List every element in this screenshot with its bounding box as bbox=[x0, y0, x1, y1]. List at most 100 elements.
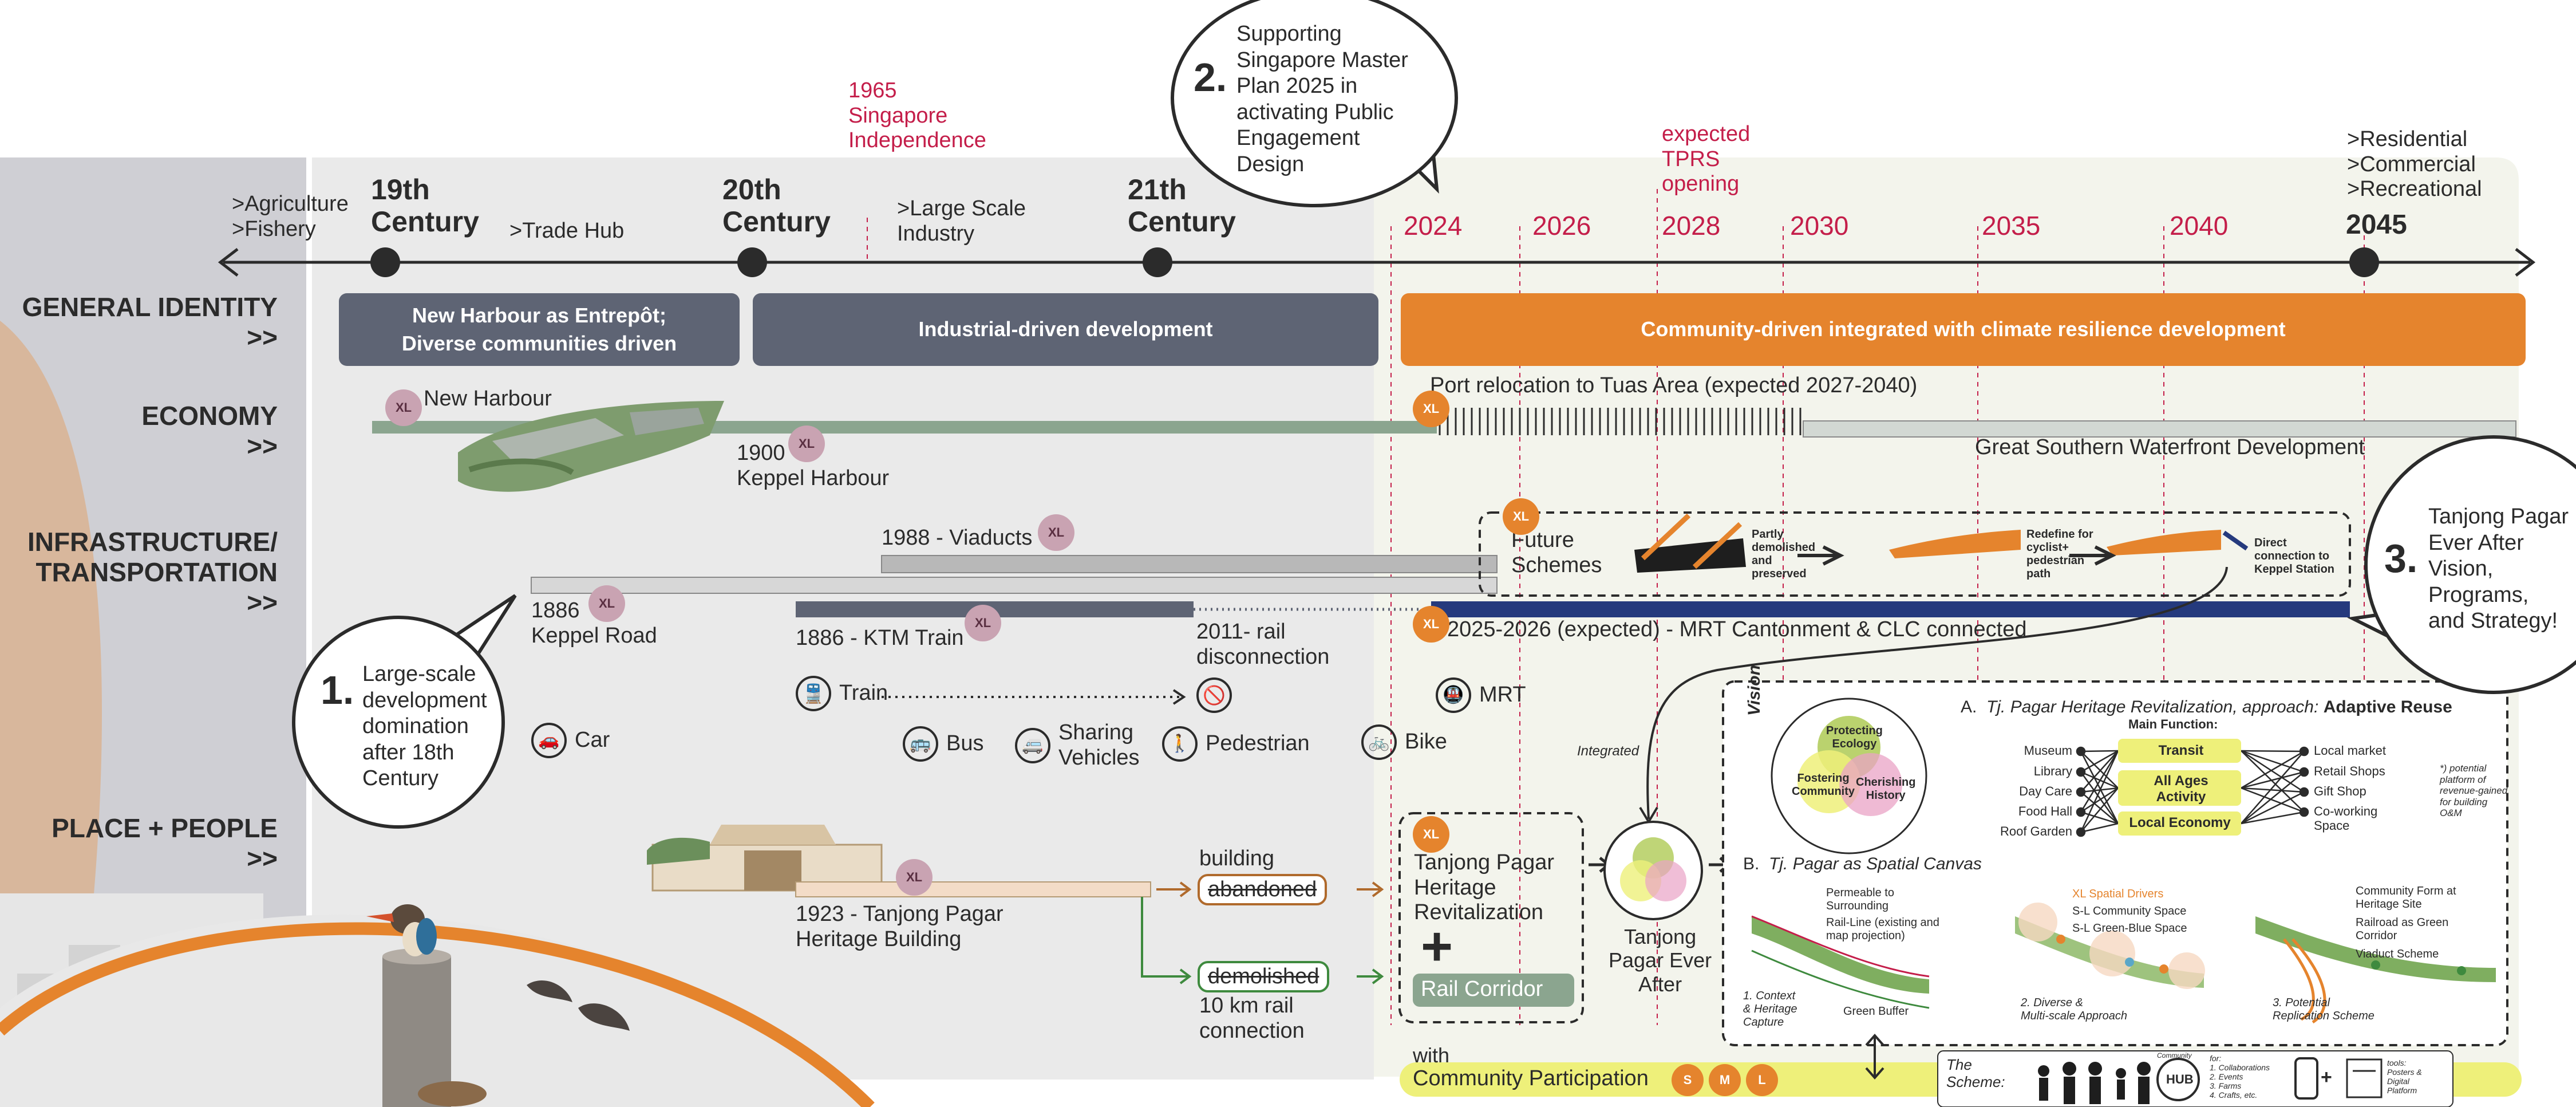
mrt-bar bbox=[1431, 601, 2350, 617]
gsw-label: Great Southern Waterfront Development bbox=[1975, 435, 2365, 459]
mode-pedestrian-label: Pedestrian bbox=[1206, 731, 1310, 756]
caption-multiscale: 2. Diverse & Multi-scale Approach bbox=[2021, 996, 2128, 1022]
timeline-node-20th bbox=[737, 247, 767, 277]
scheme-for-list: for: 1. Collaborations 2. Events 3. Farm… bbox=[2210, 1054, 2270, 1100]
year-2035: 2035 bbox=[1982, 211, 2041, 241]
hub-ring-label: Community bbox=[2157, 1051, 2192, 1059]
heritage-revitalization-box bbox=[1398, 812, 1584, 1023]
bubble-2-text: Supporting Singapore Master Plan 2025 in… bbox=[1236, 22, 1408, 176]
pedestrian-icon: 🚶 bbox=[1162, 726, 1198, 762]
panel-b-heading: B. Tj. Pagar as Spatial Canvas bbox=[1743, 854, 1982, 874]
bubble-2-number: 2. bbox=[1194, 55, 1227, 100]
caption-replication: 3. Potential Replication Scheme bbox=[2273, 996, 2374, 1022]
xl-badge: XL bbox=[385, 389, 422, 426]
vision-label: Vision bbox=[1745, 665, 1764, 716]
venn-history: Cherishing History bbox=[1856, 776, 1916, 802]
mode-mrt-label: MRT bbox=[1479, 683, 1526, 707]
timeline-node-21th bbox=[1143, 247, 1172, 277]
integrated-curve bbox=[1646, 566, 2228, 820]
xl-badge: XL bbox=[1413, 391, 1449, 427]
identity-entrepot: New Harbour as Entrepôt; Diverse communi… bbox=[339, 293, 740, 366]
function-network bbox=[2076, 746, 2309, 837]
sharing-vehicle-icon: 🚐 bbox=[1015, 727, 1050, 763]
abandoned-label: abandoned bbox=[1198, 874, 1327, 905]
venn-community: Fostering Community bbox=[1792, 772, 1855, 798]
timeline-axis bbox=[218, 248, 2536, 277]
mode-train-label: Train bbox=[839, 681, 888, 706]
century-20th: 20th Century bbox=[722, 174, 831, 238]
keppel-road-bar bbox=[531, 577, 1498, 594]
bubble-1-number: 1. bbox=[321, 668, 354, 712]
legend-xl-drivers: XL Spatial Drivers bbox=[2072, 888, 2164, 900]
size-badge-s: S bbox=[1672, 1064, 1704, 1096]
era-label-industry: >Large Scale Industry bbox=[897, 196, 1026, 246]
timeline-node-19th bbox=[370, 247, 400, 277]
revenue-note: *) potential platform of revenue-gained … bbox=[2440, 763, 2508, 819]
legend-rail-line: Rail-Line (existing and map projection) bbox=[1826, 916, 1939, 942]
heritage-building-label: 1923 - Tanjong Pagar Heritage Building bbox=[796, 902, 1003, 951]
century-19th: 19th Century bbox=[371, 174, 479, 238]
scheme-step-1: Partly demolished and preserved bbox=[1752, 528, 1816, 580]
mode-bike-label: Bike bbox=[1405, 730, 1447, 754]
integrated-label: Integrated bbox=[1577, 743, 1639, 759]
port-relocation-hatch bbox=[1439, 408, 1801, 435]
identity-community-driven: Community-driven integrated with climate… bbox=[1401, 293, 2526, 366]
all-ages-pill bbox=[2118, 770, 2241, 806]
rail-disconnection-label: 2011- rail disconnection bbox=[1196, 620, 1330, 669]
panel-b-label: B. bbox=[1743, 854, 1760, 873]
mode-sharing: 🚐 Sharing Vehicles bbox=[1015, 720, 1140, 770]
identity-industrial: Industrial-driven development bbox=[753, 293, 1378, 366]
community-participation-label: Community Participation bbox=[1413, 1066, 1649, 1090]
xl-badge: XL bbox=[1038, 514, 1074, 551]
viaducts-bar bbox=[881, 555, 1498, 573]
poster-icon bbox=[2346, 1058, 2383, 1098]
keppel-harbour-bar bbox=[733, 421, 1437, 434]
century-21th: 21th Century bbox=[1128, 174, 1236, 238]
year-2030: 2030 bbox=[1790, 211, 1849, 241]
bubble-1 bbox=[292, 616, 505, 829]
outcome-item: Local market bbox=[2314, 743, 2386, 758]
viaducts-label: 1988 - Viaducts bbox=[882, 526, 1033, 550]
with-label: with bbox=[1413, 1043, 1450, 1067]
mode-train: 🚆 Train bbox=[796, 676, 888, 711]
ktm-label: 1886 - KTM Train bbox=[796, 626, 964, 650]
venn-ecology: Protecting Ecology bbox=[1826, 724, 1883, 750]
future-schemes-box bbox=[1479, 511, 2351, 597]
timeline-node-2045 bbox=[2349, 247, 2379, 277]
function-local-economy: Local Economy bbox=[2129, 815, 2231, 830]
demolished-arrow bbox=[1141, 897, 1188, 978]
mode-bus: 🚌 Bus bbox=[903, 726, 983, 762]
panel-a-heading: A. Tj. Pagar Heritage Revitalization, ap… bbox=[1961, 698, 2452, 718]
replication-map bbox=[2255, 916, 2496, 1024]
legend-green-buffer: Green Buffer bbox=[1843, 1005, 1909, 1018]
hub-label: HUB bbox=[2166, 1072, 2194, 1086]
rail-corridor-label: Rail Corridor bbox=[1421, 977, 1543, 1001]
xl-badge: XL bbox=[588, 585, 625, 622]
local-economy-pill bbox=[2118, 811, 2241, 836]
multiscale-map bbox=[2015, 903, 2205, 989]
year-2045: 2045 bbox=[2346, 210, 2407, 240]
bus-icon: 🚌 bbox=[903, 726, 938, 762]
ever-after-label: Tanjong Pagar Ever After bbox=[1609, 925, 1712, 996]
transit-pill bbox=[2118, 739, 2241, 763]
future-schemes-label: Future Schemes bbox=[1511, 528, 1602, 577]
category-economy: ECONOMY >> bbox=[141, 401, 278, 461]
xl-badge: XL bbox=[965, 605, 1001, 641]
tools-label: tools: Posters & Digital Platform bbox=[2387, 1058, 2422, 1096]
legend-community-space: S-L Community Space bbox=[2072, 905, 2187, 917]
outcome-item: Retail Shops bbox=[2314, 764, 2385, 778]
year-2026: 2026 bbox=[1532, 211, 1591, 241]
xl-badge: XL bbox=[1413, 816, 1449, 853]
main-function-label: Main Function: bbox=[2128, 717, 2218, 731]
people-icons bbox=[2038, 1062, 2151, 1104]
mode-car-label: Car bbox=[575, 728, 610, 753]
mode-mrt: 🚇 MRT bbox=[1436, 677, 1526, 713]
viaduct-scheme-icons bbox=[1634, 513, 2249, 573]
panel-a-title: Tj. Pagar Heritage Revitalization, appro… bbox=[1986, 698, 2319, 716]
new-harbour-illustration bbox=[458, 401, 724, 492]
tprs-label: expected TPRS opening bbox=[1662, 122, 1751, 196]
function-transit: Transit bbox=[2158, 743, 2204, 758]
scheme-step-2: Redefine for cyclist+ pedestrian path bbox=[2026, 528, 2093, 580]
facility-item: Museum bbox=[2024, 743, 2072, 758]
